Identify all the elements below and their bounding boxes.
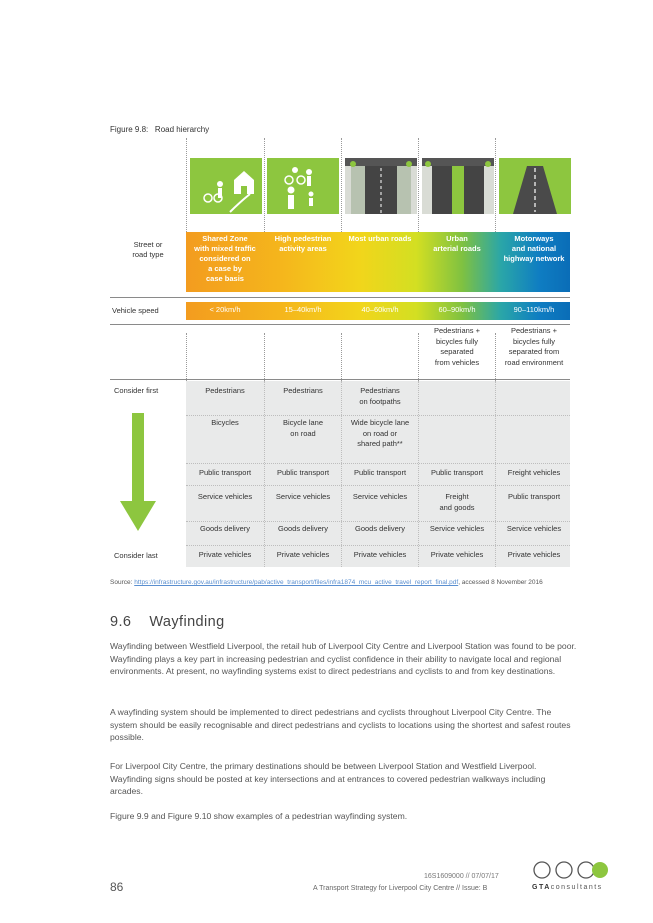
priority-arrow-icon [120,413,156,531]
header-shared-zone: Shared Zone with mixed traffic considere… [194,234,256,283]
header-pedestrian-areas: High pedestrian activity areas [274,234,332,253]
consider-first-label: Consider first [114,386,159,395]
matrix-cell: Service vehicles [506,524,562,533]
speed-band [186,302,570,320]
matrix-cell: Freight and goods [439,492,475,512]
separation-arterial: Pedestrians + bicycles fully separated f… [433,326,481,367]
column-divider [418,333,419,381]
gta-logo-icon [530,860,620,896]
paragraph: For Liverpool City Centre, the primary d… [110,761,546,796]
road-hierarchy-figure: Street or road type Shared Zone with mix… [110,138,571,568]
column-divider [186,138,187,232]
section-number: 9.6 [110,614,132,630]
section-heading: 9.6 Wayfinding [110,614,225,630]
section-title: Wayfinding [149,614,225,630]
matrix-cell: Bicycle lane on road [282,418,324,438]
footer-title: A Transport Strategy for Liverpool City … [313,885,488,892]
shared-zone-icon [190,158,262,214]
matrix-cell: Freight vehicles [507,468,561,477]
header-motorways: Motorways and national highway network [503,234,565,263]
matrix-cell: Private vehicles [430,550,484,559]
speed-value: 15–40km/h [284,305,322,314]
header-arterial-roads: Urban arterial roads [433,234,481,253]
matrix-cell: Bicycles [211,418,239,427]
speed-value: 60–90km/h [438,305,476,314]
matrix-cell: Goods delivery [199,524,251,533]
matrix-cell: Private vehicles [353,550,407,559]
matrix-cell: Wide bicycle lane on road or shared path… [350,418,410,448]
speed-value: 40–60km/h [361,305,399,314]
row-rule [110,379,570,380]
street-type-label: Street or road type [132,240,164,259]
column-divider [495,138,496,232]
matrix-cell: Pedestrians on footpaths [359,386,401,406]
paragraph: Wayfinding between Westfield Liverpool, … [110,641,577,676]
column-divider [264,333,265,381]
matrix-cell: Public transport [198,468,252,477]
column-divider [341,333,342,381]
arterial-road-icon [422,158,494,214]
column-divider [264,138,265,232]
consider-last-label: Consider last [114,551,158,560]
matrix-cell: Pedestrians [283,386,323,395]
matrix-cell: Goods delivery [277,524,329,533]
page-number: 86 [110,880,124,894]
column-divider [186,333,187,381]
source-suffix: , accessed 8 November 2016 [458,579,543,586]
matrix-cell: Private vehicles [276,550,330,559]
speed-value: 90–110km/h [513,305,555,314]
pedestrian-activity-icon [267,158,339,214]
matrix-cell: Private vehicles [507,550,561,559]
road-type-band [186,232,570,292]
motorway-icon [499,158,571,214]
vehicle-speed-label: Vehicle speed [112,306,159,315]
column-divider [341,138,342,232]
figure-source: Source: https://infrastructure.gov.au/in… [110,578,590,587]
paragraph: Figure 9.9 and Figure 9.10 show examples… [110,811,408,821]
matrix-cell: Service vehicles [352,492,408,501]
header-urban-roads: Most urban roads [348,234,412,243]
footer-meta: 16S1609000 // 07/07/17 [424,873,499,880]
urban-road-icon [345,158,417,214]
matrix-cell: Service vehicles [429,524,485,533]
matrix-cell: Goods delivery [354,524,406,533]
matrix-cell: Private vehicles [198,550,252,559]
matrix-cell: Service vehicles [197,492,253,501]
priority-matrix [186,381,570,567]
matrix-cell: Public transport [353,468,407,477]
separation-motorway: Pedestrians + bicycles fully separated f… [504,326,564,367]
paragraph: A wayfinding system should be implemente… [110,707,571,742]
matrix-cell: Public transport [507,492,561,501]
logo-bold: GTA [532,884,551,891]
source-prefix: Source: [110,579,135,586]
row-rule [110,297,570,298]
matrix-cell: Public transport [276,468,330,477]
source-link[interactable]: https://infrastructure.gov.au/infrastruc… [134,579,459,586]
column-divider [418,138,419,232]
matrix-cell: Service vehicles [275,492,331,501]
matrix-cell: Pedestrians [205,386,245,395]
speed-value: < 20km/h [209,305,241,314]
logo-text: GTAconsultants [532,884,603,891]
matrix-cell: Public transport [430,468,484,477]
column-divider [495,333,496,381]
figure-caption: Figure 9.8: Road hierarchy [110,125,210,134]
logo-rest: consultants [550,884,603,891]
row-rule [110,324,570,325]
